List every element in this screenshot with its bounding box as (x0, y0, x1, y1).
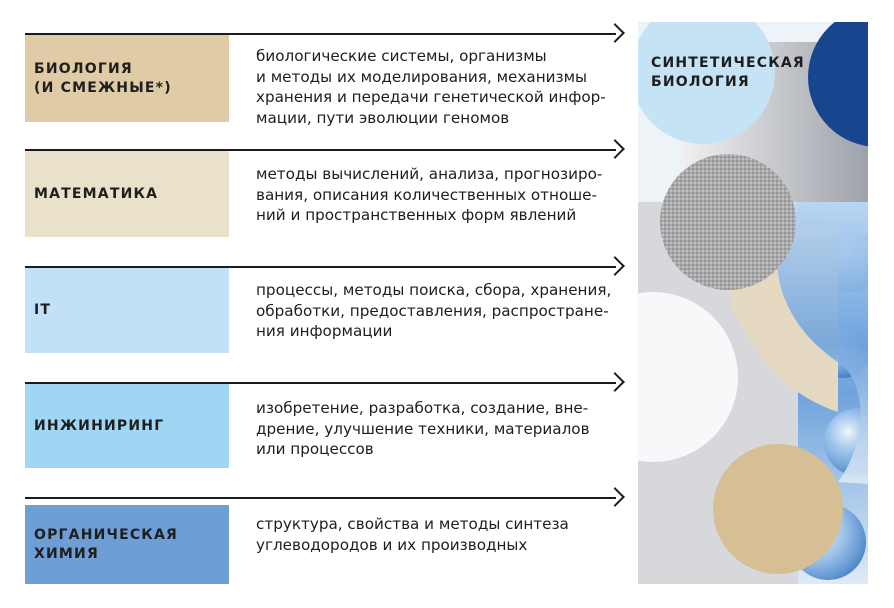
label-box-mathematics: МАТЕМАТИКА (25, 151, 229, 237)
arrow-line (25, 149, 616, 151)
arrow-line (25, 33, 616, 35)
label-box-it: IT (25, 268, 229, 353)
row-biology: БИОЛОГИЯ (И СМЕЖНЫЕ*) биологические сист… (0, 23, 640, 143)
description-biology: биологические системы, организмы и метод… (256, 47, 606, 127)
collage-graphic (638, 22, 868, 584)
navy-circle (808, 22, 868, 147)
arrow-line (25, 266, 616, 268)
description-engineering: изобретение, разработка, создание, вне- … (256, 399, 590, 458)
synthetic-biology-collage (638, 22, 868, 584)
label-it: IT (34, 302, 52, 318)
label-box-organic-chemistry: ОРГАНИЧЕСКАЯ ХИМИЯ (25, 505, 229, 584)
label-mathematics: МАТЕМАТИКА (34, 185, 159, 202)
label-biology: БИОЛОГИЯ (И СМЕЖНЫЕ*) (34, 60, 172, 96)
row-it: IT процессы, методы поиска, сбора, хране… (0, 256, 640, 376)
label-box-biology: БИОЛОГИЯ (И СМЕЖНЫЕ*) (25, 35, 229, 122)
label-organic-chemistry: ОРГАНИЧЕСКАЯ ХИМИЯ (34, 526, 178, 562)
speckled-circle (660, 154, 796, 290)
description-it: процессы, методы поиска, сбора, хранения… (256, 281, 612, 340)
synthetic-biology-label: СИНТЕТИЧЕСКАЯ БИОЛОГИЯ (651, 55, 805, 90)
arrow-line (25, 497, 616, 499)
description-mathematics: методы вычислений, анализа, прогнозиро- … (256, 165, 603, 224)
row-engineering: ИНЖИНИРИНГ изобретение, разработка, созд… (0, 372, 640, 492)
label-engineering: ИНЖИНИРИНГ (34, 417, 165, 434)
arrow-head (605, 256, 625, 276)
row-mathematics: МАТЕМАТИКА методы вычислений, анализа, п… (0, 139, 640, 259)
white-circle (638, 292, 738, 462)
light-blue-circle (638, 22, 775, 144)
description-organic-chemistry: структура, свойства и методы синтеза угл… (256, 515, 569, 554)
blue-wave-shape (777, 202, 868, 484)
row-organic-chemistry: ОРГАНИЧЕСКАЯ ХИМИЯ структура, свойства и… (0, 487, 640, 607)
beige-circle (713, 444, 843, 574)
label-box-engineering: ИНЖИНИРИНГ (25, 384, 229, 468)
arrow-line (25, 382, 616, 384)
arrow-head (605, 23, 625, 43)
